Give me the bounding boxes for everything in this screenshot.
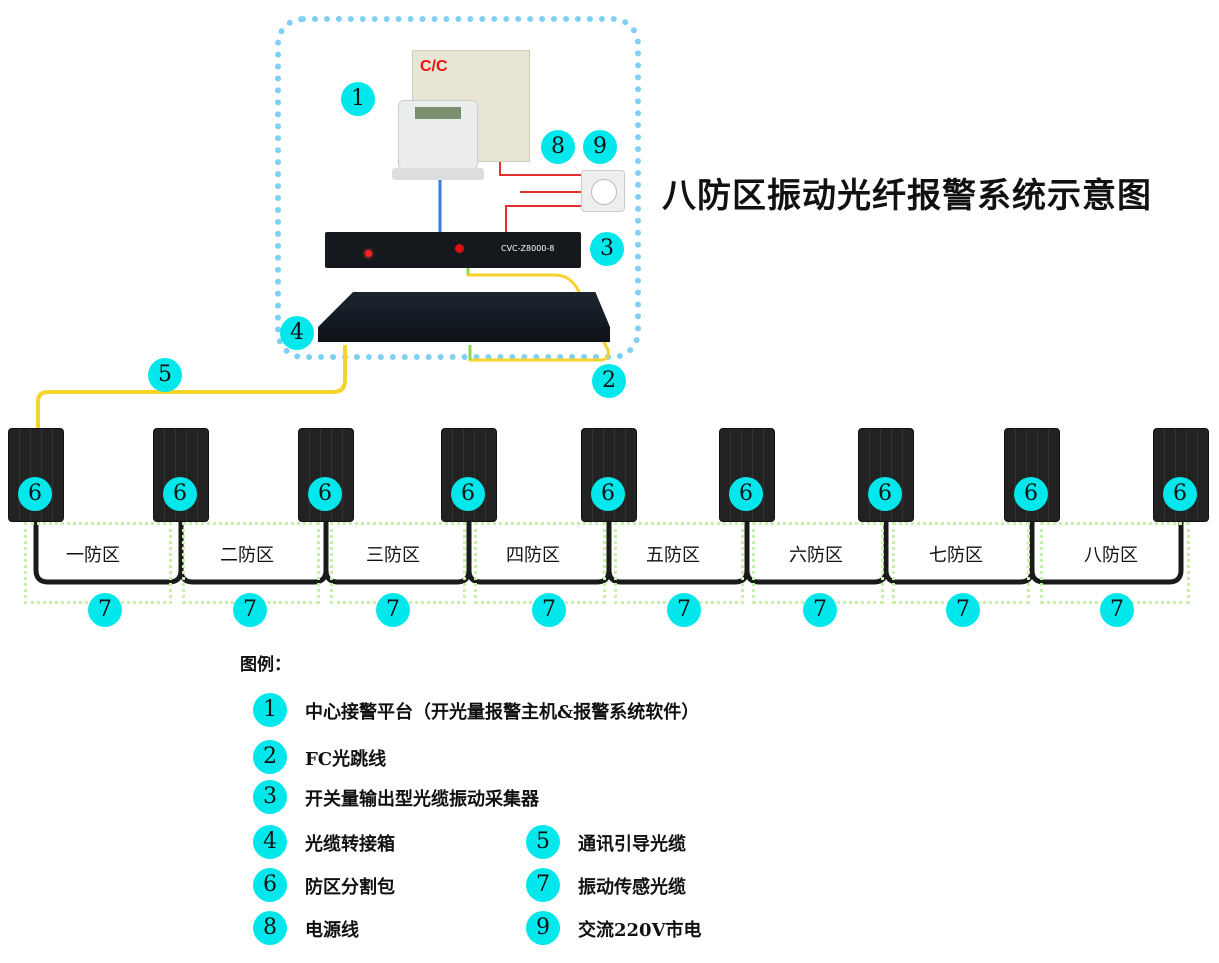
cvc-logo: C/C (420, 58, 448, 75)
callout-6: 6 (1163, 477, 1197, 511)
legend-item-text: 光缆转接箱 (305, 834, 395, 855)
callout-7: 7 (803, 593, 837, 627)
device-model-label: CVC-Z8000-8 (501, 244, 555, 253)
legend-badge: 6 (253, 868, 287, 902)
legend-item-text: 交流220V市电 (578, 920, 702, 941)
legend-badge: 2 (253, 740, 287, 774)
zone-label: 六防区 (787, 541, 845, 567)
fiber-transfer-box (318, 292, 610, 342)
legend-badge: 9 (526, 911, 560, 945)
legend-item-text: 电源线 (305, 920, 359, 941)
legend-badge: 4 (253, 825, 287, 859)
callout-6: 6 (163, 477, 197, 511)
legend-badge: 7 (526, 868, 560, 902)
callout-3: 3 (590, 232, 624, 266)
callout-8: 8 (541, 130, 575, 164)
legend-item-text: 开关量输出型光缆振动采集器 (305, 789, 539, 810)
callout-6: 6 (729, 477, 763, 511)
legend-item-text: 通讯引导光缆 (578, 834, 686, 855)
callout-5: 5 (148, 358, 182, 392)
legend-item-text: FC光跳线 (305, 749, 387, 770)
callout-4: 4 (280, 316, 314, 350)
legend-badge: 8 (253, 911, 287, 945)
sensing-fiber-cable (1029, 520, 1184, 585)
legend-heading: 图例： (240, 655, 291, 675)
callout-6: 6 (868, 477, 902, 511)
callout-7: 7 (88, 593, 122, 627)
legend-item-text: 中心接警平台（开光量报警主机&报警系统软件） (305, 702, 700, 723)
callout-6: 6 (451, 477, 485, 511)
alarm-keypad (398, 100, 478, 170)
legend-item-text: 防区分割包 (305, 877, 395, 898)
zone-label: 三防区 (364, 541, 422, 567)
power-line-3 (505, 205, 582, 232)
callout-7: 7 (1100, 593, 1134, 627)
zone-label: 二防区 (218, 541, 276, 567)
callout-6: 6 (308, 477, 342, 511)
zone-label: 一防区 (64, 541, 122, 567)
legend-badge: 1 (253, 693, 287, 727)
zone-label: 七防区 (927, 541, 985, 567)
callout-6: 6 (18, 477, 52, 511)
splice-box (581, 428, 637, 522)
power-socket-icon (581, 170, 625, 212)
callout-7: 7 (946, 593, 980, 627)
callout-7: 7 (667, 593, 701, 627)
power-led-icon (365, 250, 372, 257)
legend-badge: 3 (253, 780, 287, 814)
callout-7: 7 (532, 593, 566, 627)
splice-box (1004, 428, 1060, 522)
central-platform-frame (275, 16, 641, 360)
callout-7: 7 (233, 593, 267, 627)
reset-button-icon (455, 244, 464, 253)
zone-label: 八防区 (1082, 541, 1140, 567)
zone-label: 四防区 (504, 541, 562, 567)
callout-9: 9 (583, 130, 617, 164)
splice-box (441, 428, 497, 522)
callout-6: 6 (1014, 477, 1048, 511)
lead-in-fiber (36, 345, 347, 430)
power-line-1 (499, 160, 582, 176)
callout-7: 7 (376, 593, 410, 627)
callout-2: 2 (592, 364, 626, 398)
diagram-title: 八防区振动光纤报警系统示意图 (662, 176, 1152, 216)
zone-label: 五防区 (644, 541, 702, 567)
callout-6: 6 (591, 477, 625, 511)
legend-item-text: 振动传感光缆 (578, 877, 686, 898)
legend-badge: 5 (526, 825, 560, 859)
callout-1: 1 (341, 82, 375, 116)
keypad-stand (392, 168, 484, 180)
splice-box (1153, 428, 1209, 522)
vibration-collector: CVC-Z8000-8 (325, 232, 581, 268)
